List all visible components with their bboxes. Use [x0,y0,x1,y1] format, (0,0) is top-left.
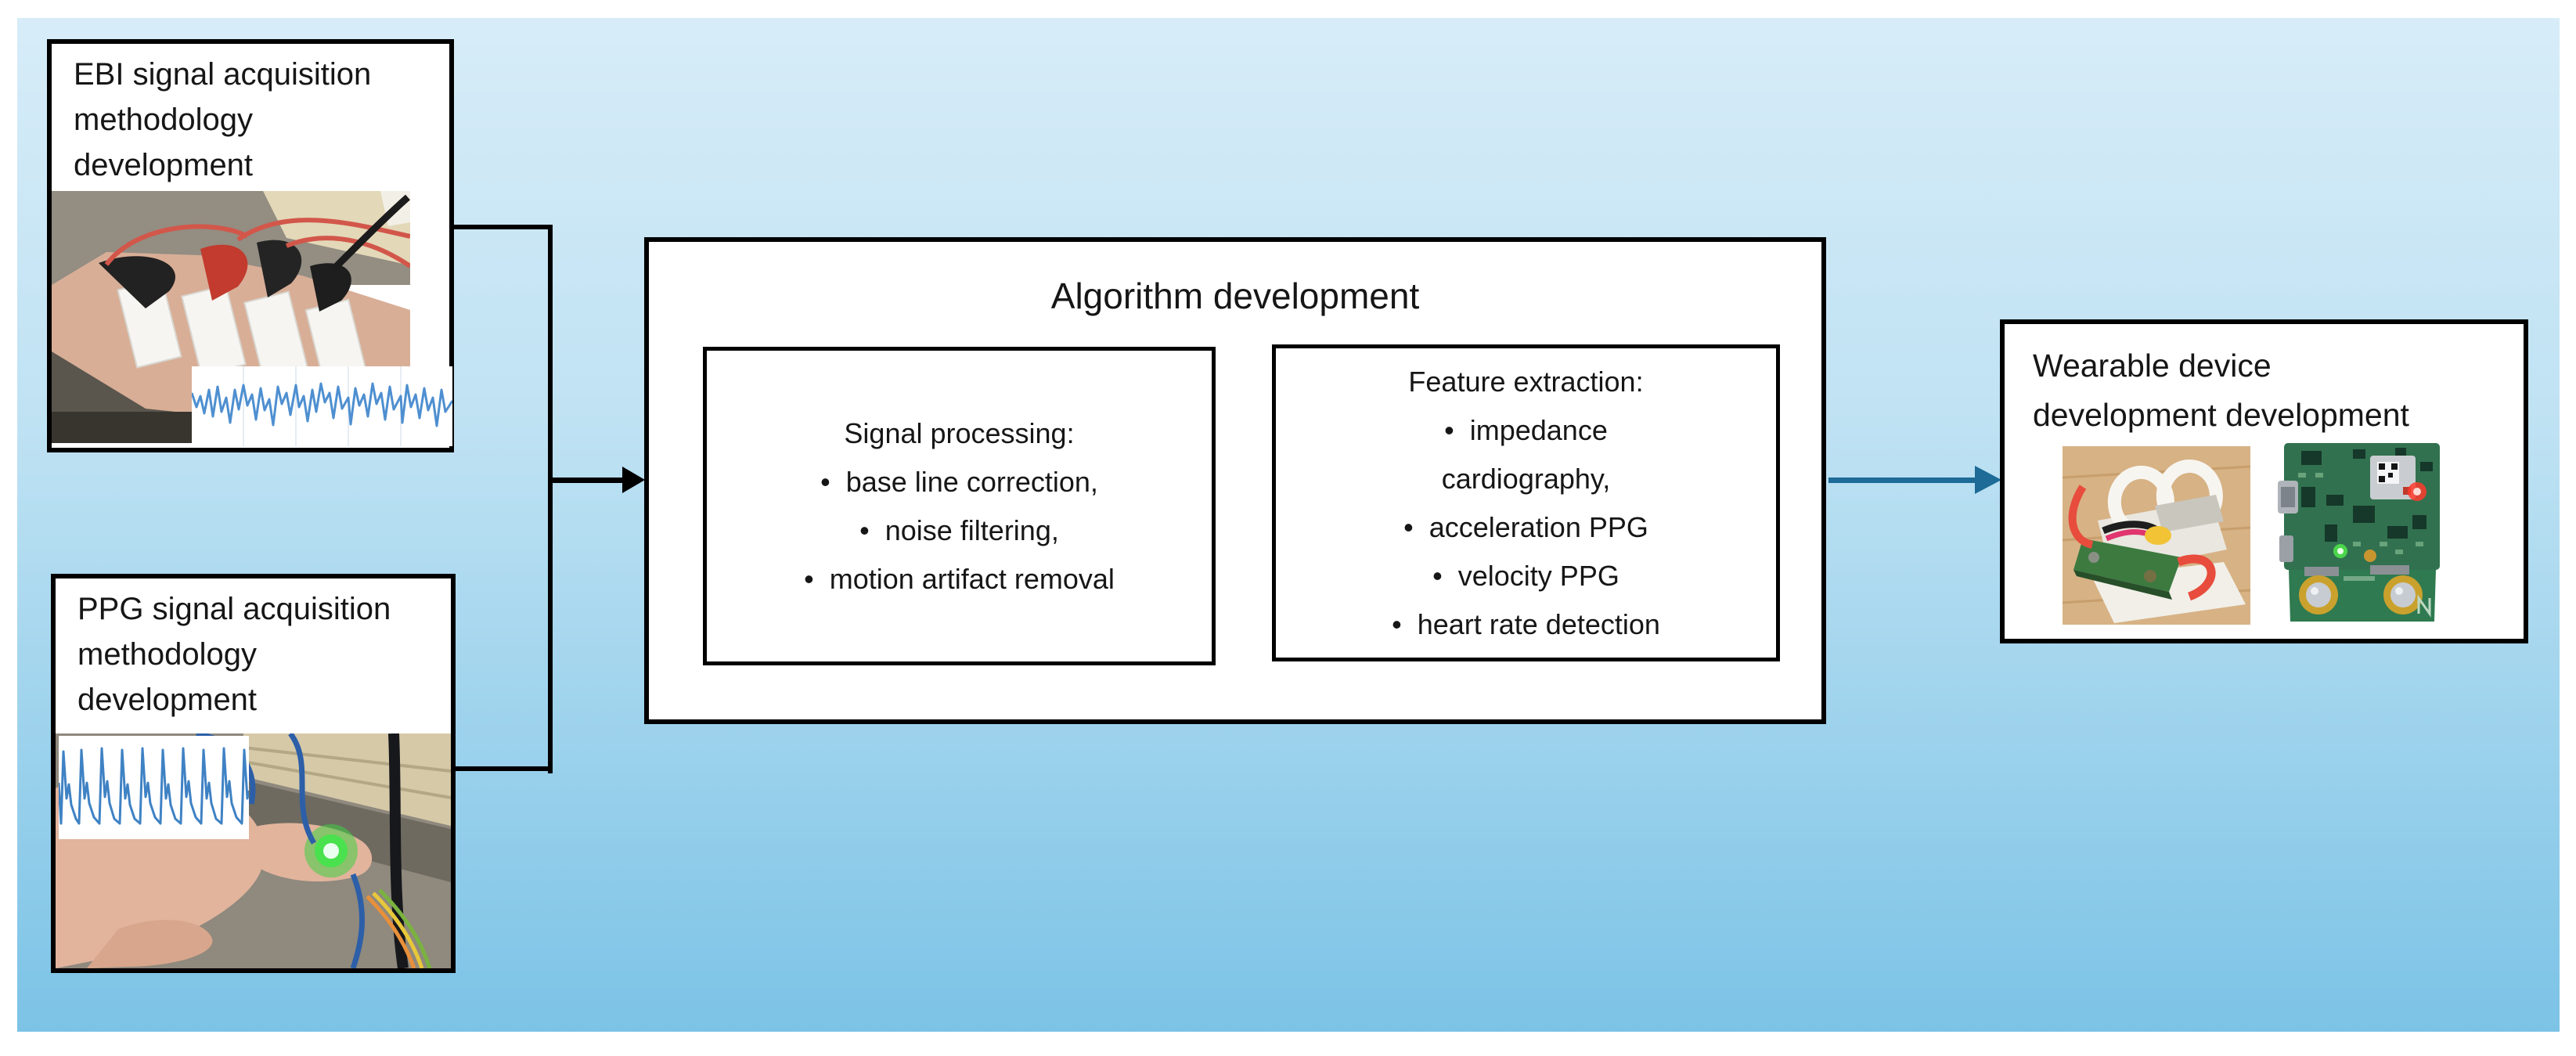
list-item: velocity PPG [1362,552,1691,600]
feature-extraction-box: Feature extraction: impedance cardiograp… [1272,344,1780,661]
ebi-waveform [192,366,452,446]
list-item: heart rate detection [1362,600,1691,649]
ppg-waveform [59,736,249,839]
connector-vertical-line [548,225,553,773]
arrow-to-wearable-head-icon [1975,466,2001,494]
feature-extraction-heading: Feature extraction: [1408,365,1644,398]
signal-processing-heading: Signal processing: [844,416,1075,449]
arrow-to-algorithm [550,478,625,483]
arrow-to-algorithm-head-icon [622,467,645,493]
ebi-box: EBI signal acquisition methodology devel… [47,39,454,452]
list-item: acceleration PPG [1362,503,1691,552]
signal-processing-list: base line correction, noise filtering, m… [756,458,1163,604]
wearable-pcb-photo [2278,440,2446,626]
signal-processing-box: Signal processing: base line correction,… [703,347,1216,665]
wearable-prototype-photo [2063,446,2250,625]
list-item: motion artifact removal [756,555,1163,604]
algorithm-box: Algorithm development Signal processing:… [644,237,1826,724]
algorithm-box-title: Algorithm development [1050,276,1420,316]
ppg-box-title: PPG signal acquisition methodology devel… [77,592,391,717]
list-item: impedance cardiography, [1362,406,1691,503]
arrow-to-wearable [1828,478,1977,483]
list-item: noise filtering, [756,506,1163,555]
ebi-box-title: EBI signal acquisition methodology devel… [74,57,372,182]
wearable-box-title: Wearable device development development [2033,348,2409,433]
list-item: base line correction, [756,458,1163,506]
connector-ebi-line [452,225,552,229]
connector-ppg-line [456,766,553,771]
ppg-box: PPG signal acquisition methodology devel… [51,574,456,973]
wearable-box: Wearable device development development [2000,319,2528,643]
feature-extraction-list: impedance cardiography, acceleration PPG… [1362,406,1691,649]
